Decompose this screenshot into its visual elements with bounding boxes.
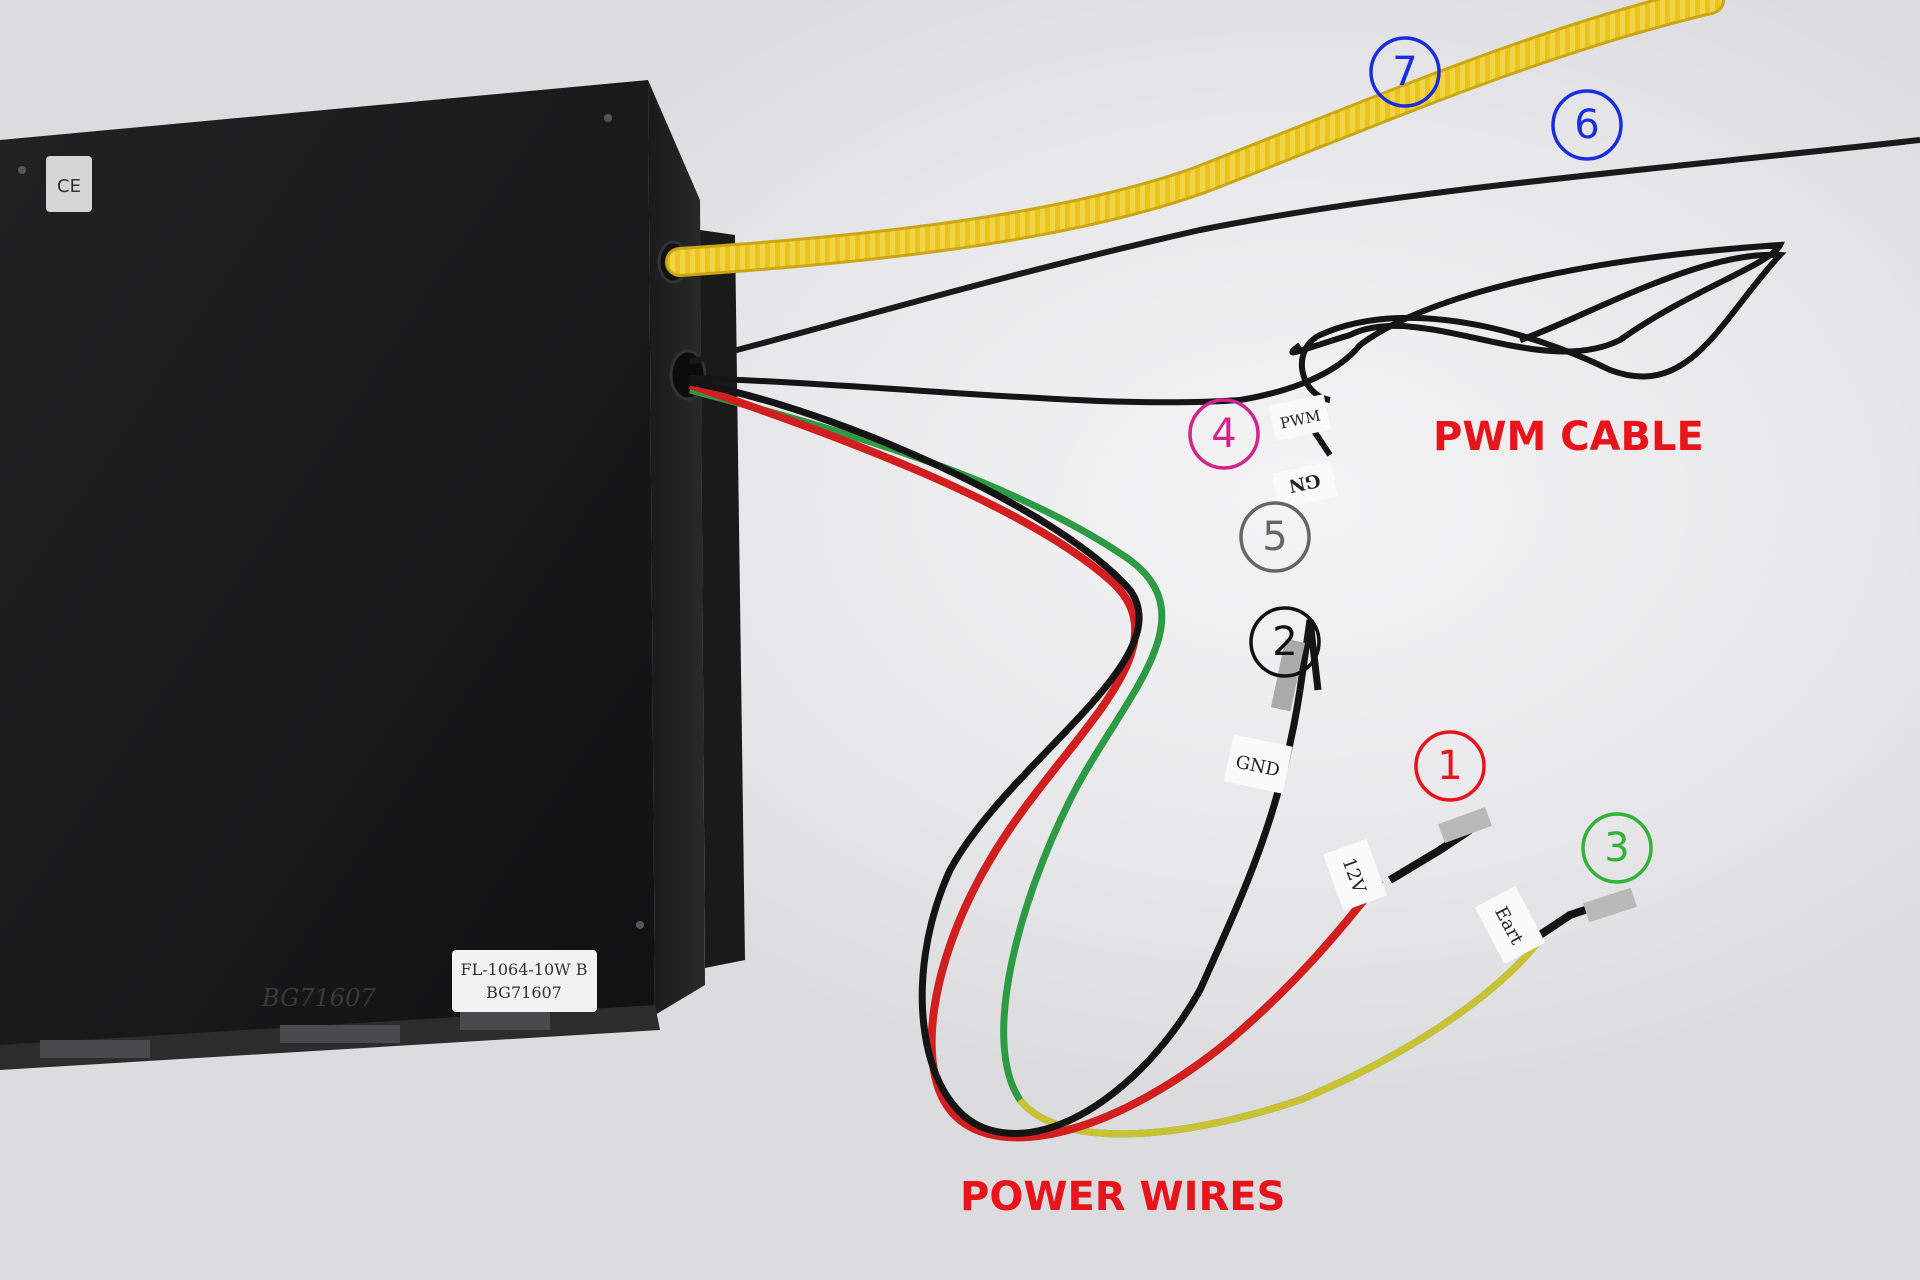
callout-2: 2 (1249, 606, 1321, 678)
model-label (452, 950, 597, 1012)
model-line-2: BG71607 (486, 983, 562, 1002)
v12-tag: 12V (1323, 838, 1387, 912)
screw (604, 114, 612, 122)
callout-number: 6 (1574, 102, 1599, 148)
v12-terminal (1438, 807, 1492, 843)
laser-device: CE FL-1064-10W B BG71607 BG71607 (0, 80, 745, 1070)
pwm-cable (689, 241, 1786, 406)
callout-number: 1 (1437, 743, 1462, 789)
callout-circle (1414, 730, 1486, 802)
power-gnd-wire (689, 378, 1304, 1137)
fiber-cable (668, 0, 1722, 274)
ce-mark: CE (57, 176, 81, 197)
connector-port (40, 1040, 150, 1058)
callout-number: 5 (1262, 514, 1287, 560)
callout-circle (1249, 606, 1321, 678)
screw (18, 166, 26, 174)
pwm-tag-box (1268, 394, 1332, 442)
pwm-gnd-tag: GN (1271, 461, 1339, 509)
pwm-cable-loop (1299, 251, 1787, 403)
model-line-1: FL-1064-10W B (461, 960, 588, 979)
connector-port (280, 1025, 400, 1043)
callout-circle (1551, 89, 1623, 161)
earth-tag: Eart (1474, 885, 1546, 965)
callout-circle (1239, 501, 1311, 573)
callout-number: 2 (1272, 619, 1297, 665)
earth-wire (689, 386, 1543, 1138)
power-12v-wire (688, 381, 1384, 1142)
callout-7: 7 (1369, 36, 1441, 108)
connector-port (460, 1012, 550, 1030)
v12-tag-box (1323, 838, 1387, 912)
callout-number: 4 (1211, 411, 1236, 457)
callout-3: 3 (1581, 812, 1653, 884)
pwm-tag: PWM (1268, 394, 1332, 442)
callout-5: 5 (1239, 501, 1311, 573)
embossed-serial: BG71607 (261, 984, 376, 1012)
device-face (0, 80, 655, 1065)
earth-tag-box (1474, 885, 1546, 965)
callout-4: 4 (1188, 398, 1260, 470)
gnd-tag: GND (1223, 734, 1293, 794)
callout-circle (1369, 36, 1441, 108)
callout-1: 1 (1414, 730, 1486, 802)
power-wires-label: POWER WIRES (960, 1174, 1285, 1220)
callout-circle (1188, 398, 1260, 470)
device-side (648, 80, 705, 1015)
callout-6: 6 (1551, 89, 1623, 161)
callout-number: 7 (1392, 49, 1417, 95)
gnd-tag-box (1223, 734, 1293, 794)
ce-label (46, 156, 92, 212)
callout-number: 3 (1604, 825, 1629, 871)
callout-circle (1581, 812, 1653, 884)
pwm-gnd-tag-box (1271, 461, 1339, 509)
pwm-cable-label: PWM CABLE (1433, 414, 1704, 460)
screw (636, 921, 644, 929)
device-flange (700, 230, 745, 968)
black-cable-6 (689, 137, 1920, 365)
earth-terminal (1583, 887, 1637, 923)
